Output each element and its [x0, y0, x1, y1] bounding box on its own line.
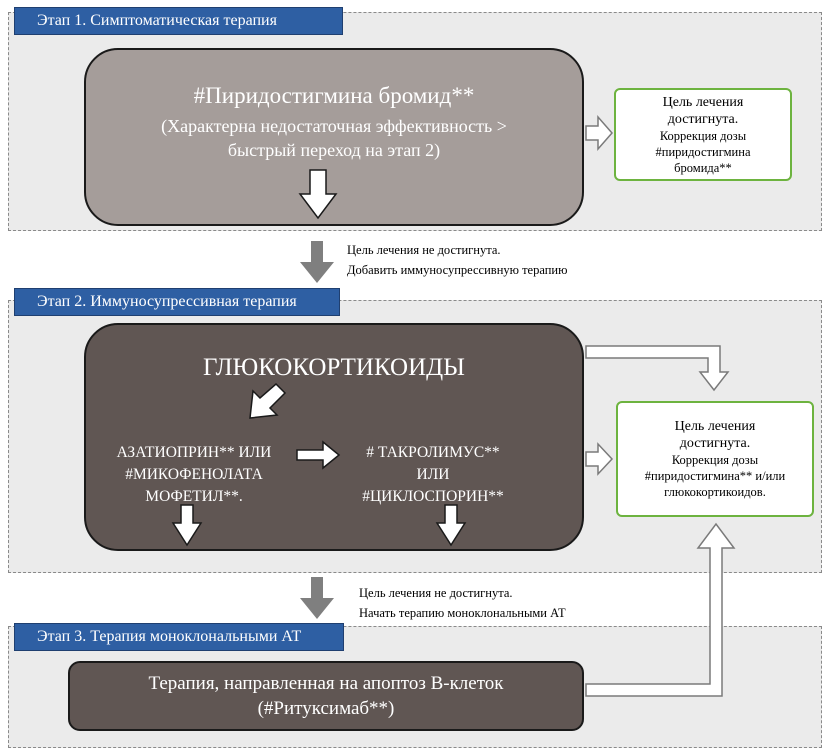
tacrolimus-line2: ИЛИ	[416, 466, 450, 483]
glucocorticoids-title: ГЛЮКОКОРТИКОИДЫ	[203, 354, 465, 381]
azathioprine-line2: #МИКОФЕНОЛАТА	[125, 466, 263, 483]
stage-3-up-arrow-icon	[585, 522, 736, 697]
drug-title: #Пиридостигмина бромид**	[193, 83, 475, 108]
stage-1-goal-box: Цель лечения достигнута. Коррекция дозы …	[614, 88, 792, 181]
transition-2-note: Цель лечения не достигнута. Начать терап…	[359, 583, 566, 623]
rituximab-box: Терапия, направленная на апоптоз В-клето…	[68, 661, 584, 731]
goal-2-line2: достигнута.	[679, 436, 751, 451]
goal-1-line3: Коррекция дозы	[659, 128, 747, 143]
goal-1-line4: #пиридостигмина	[655, 144, 751, 159]
glucocorticoids-diag-arrow-icon	[249, 382, 287, 419]
stage-1-down-arrow-icon	[298, 169, 338, 220]
stage-2-elbow-arrow-icon	[585, 345, 730, 392]
glucocorticoids-box: ГЛЮКОКОРТИКОИДЫ АЗАТИОПРИН** ИЛИ #МИКОФЕ…	[84, 323, 584, 551]
stage-1-tab: Этап 1. Симптоматическая терапия	[14, 7, 343, 35]
goal-1-line1: Цель лечения	[662, 94, 744, 110]
goal-2-line3: Коррекция дозы	[671, 453, 759, 467]
stage-2-goal-box: Цель лечения достигнута. Коррекция дозы …	[616, 401, 814, 517]
stage-3-tab: Этап 3. Терапия моноклональными АТ	[14, 623, 344, 651]
transition-2-line2: Начать терапию моноклональными АТ	[359, 606, 566, 620]
rituximab-line2: (#Ритуксимаб**)	[257, 698, 395, 719]
transition-1-line2: Добавить иммуносупрессивную терапию	[347, 263, 568, 277]
stage-1-right-arrow-icon	[585, 115, 613, 151]
stage-2-right-arrow-icon	[585, 442, 614, 476]
azathioprine-line3: МОФЕТИЛ**.	[145, 488, 243, 505]
goal-2-line1: Цель лечения	[674, 419, 756, 434]
azathioprine-down-arrow-icon	[171, 504, 203, 547]
transition-1-note: Цель лечения не достигнута. Добавить имм…	[347, 240, 567, 280]
tacrolimus-text: # ТАКРОЛИМУС** ИЛИ #ЦИКЛОСПОРИН**	[333, 442, 533, 508]
transition-1-line1: Цель лечения не достигнута.	[347, 243, 501, 257]
transition-2-arrow-icon	[300, 577, 334, 619]
goal-1-line2: достигнута.	[667, 111, 739, 127]
transition-2-line1: Цель лечения не достигнута.	[359, 586, 513, 600]
azathioprine-text: АЗАТИОПРИН** ИЛИ #МИКОФЕНОЛАТА МОФЕТИЛ**…	[94, 442, 294, 508]
goal-2-line5: глюкокортикоидов.	[664, 485, 766, 499]
drug-note-line2: быстрый переход на этап 2)	[227, 140, 441, 160]
goal-2-line4: #пиридостигмина** и/или	[644, 469, 786, 483]
azathioprine-line1: АЗАТИОПРИН** ИЛИ	[116, 444, 272, 461]
tacrolimus-down-arrow-icon	[435, 504, 467, 547]
tacrolimus-line1: # ТАКРОЛИМУС**	[366, 444, 500, 461]
stage-2-tab: Этап 2. Иммуносупрессивная терапия	[14, 288, 340, 316]
rituximab-line1: Терапия, направленная на апоптоз В-клето…	[148, 673, 504, 694]
transition-1-arrow-icon	[300, 241, 334, 283]
drug-switch-arrow-icon	[296, 440, 341, 470]
goal-1-line5: бромида**	[674, 160, 732, 175]
tacrolimus-line3: #ЦИКЛОСПОРИН**	[362, 488, 504, 505]
drug-note-line1: (Характерна недостаточная эффективность …	[161, 116, 507, 136]
